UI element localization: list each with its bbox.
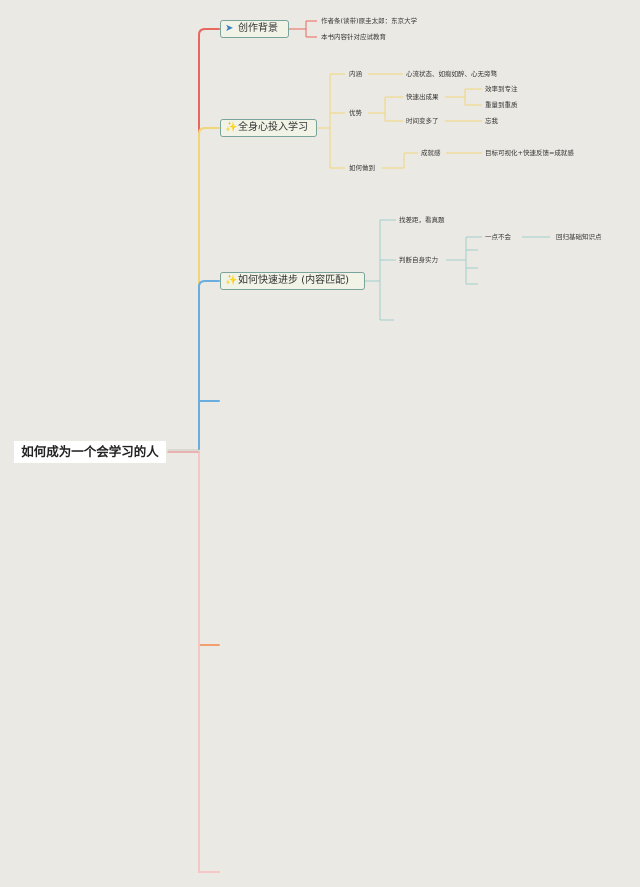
topic-label: 如何快速进步 (内容匹配): [238, 275, 349, 286]
subtopic-exam-oriented[interactable]: 本书内容针对应试教育: [321, 33, 386, 41]
paper-plane-icon: ➤: [225, 23, 234, 34]
subtopic-quantity-quality[interactable]: 重量到重质: [485, 101, 518, 109]
subtopic-know-nothing[interactable]: 一点不会: [485, 233, 511, 241]
sparkle-icon: ✨: [225, 275, 238, 286]
subtopic-advantages[interactable]: 优势: [349, 109, 362, 117]
topic-full-immersion[interactable]: ✨全身心投入学习: [220, 119, 317, 137]
topic-creation-background[interactable]: ➤ 创作背景: [220, 20, 289, 38]
topic-quick-progress[interactable]: ✨如何快速进步 (内容匹配): [220, 272, 365, 290]
subtopic-author[interactable]: 作者条(读带)原圭太郎：东京大学: [321, 17, 418, 25]
subtopic-flow-state[interactable]: 心流状态、如痴如醉、心无旁骛: [406, 70, 497, 78]
subtopic-selfless[interactable]: 忘我: [485, 117, 498, 125]
subtopic-efficiency-focus[interactable]: 效率到专注: [485, 85, 518, 93]
subtopic-quick-results[interactable]: 快速出成果: [406, 93, 439, 101]
subtopic-achievement-formula[interactable]: 目标可视化+快速反馈=成就感: [485, 149, 574, 157]
subtopic-judge-ability[interactable]: 判断自身实力: [399, 256, 438, 264]
sparkle-icon: ✨: [225, 122, 238, 133]
topic-label: 创作背景: [238, 23, 278, 34]
subtopic-connotation[interactable]: 内涵: [349, 70, 362, 78]
root-topic-label: 如何成为一个会学习的人: [21, 444, 159, 459]
subtopic-more-time[interactable]: 时间变多了: [406, 117, 439, 125]
topic-label: 全身心投入学习: [238, 122, 308, 133]
subtopic-back-to-basics[interactable]: 回归基础知识点: [556, 233, 602, 241]
root-topic[interactable]: 如何成为一个会学习的人: [14, 441, 166, 463]
subtopic-find-gap[interactable]: 找差距，看真题: [399, 216, 445, 224]
subtopic-achievement[interactable]: 成就感: [421, 149, 441, 157]
subtopic-how-to[interactable]: 如何做到: [349, 164, 375, 172]
